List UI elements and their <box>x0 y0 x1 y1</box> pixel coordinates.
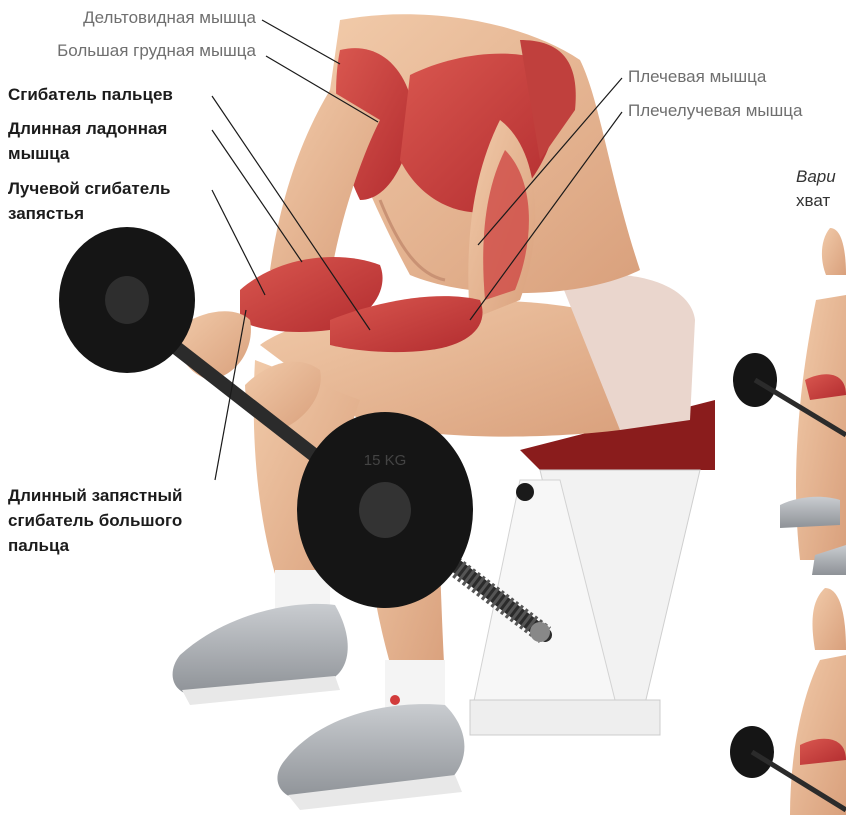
label-brachialis: Плечевая мышца <box>628 66 766 88</box>
left-weight-plate <box>59 227 195 373</box>
label-flexor-pollicis-line3: пальца <box>8 535 69 557</box>
variant-title-line1: Вари <box>796 166 836 188</box>
leader-deltoid <box>262 20 340 64</box>
label-brachioradialis: Плечелучевая мышца <box>628 100 802 122</box>
variant-figure-bottom <box>730 588 846 815</box>
label-flexor-pollicis-line2: сгибатель большого <box>8 510 182 532</box>
label-flexor-carpi-radialis-line1: Лучевой сгибатель <box>8 178 170 200</box>
label-flexor-pollicis-line1: Длинный запястный <box>8 485 182 507</box>
variant-figure-top <box>733 228 846 575</box>
label-deltoid: Дельтовидная мышца <box>83 7 256 29</box>
bench <box>470 400 715 735</box>
leader-flexor-carpi-radialis <box>212 190 265 295</box>
plate-weight-text: 15 KG <box>364 452 407 469</box>
label-pectoralis-major: Большая грудная мышца <box>57 40 256 62</box>
label-flexor-carpi-radialis-line2: запястья <box>8 203 84 225</box>
label-palmaris-longus-line1: Длинная ладонная <box>8 118 167 140</box>
variant-title-line2: хват <box>796 190 830 212</box>
label-palmaris-longus-line2: мышца <box>8 143 69 165</box>
label-flexor-digitorum: Сгибатель пальцев <box>8 84 173 106</box>
right-weight-plate: 15 KG <box>297 412 473 608</box>
